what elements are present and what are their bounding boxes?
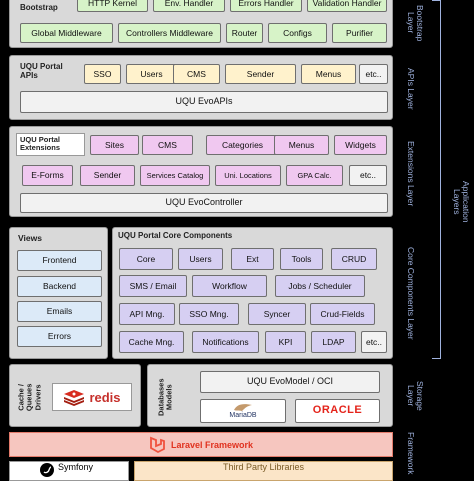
configs-box: Configs [268, 23, 327, 43]
ext-more-box: etc.. [349, 165, 387, 186]
validation-handler-box: Validation Handler [307, 0, 387, 12]
apis-layer: UQU Portal APIs SSO Users CMS Sender Men… [9, 55, 393, 120]
view-errors-box: Errors [17, 326, 102, 347]
cache-drivers-layer: Cache / Queues Drivers redis [9, 364, 141, 427]
api-cms-box: CMS [173, 64, 220, 84]
framework-side-label: Framework [405, 432, 416, 475]
global-middleware-box: Global Middleware [20, 23, 113, 43]
view-backend-box: Backend [17, 276, 102, 297]
symfony-box: Symfony [9, 461, 129, 481]
extensions-side-label: Extensions Layer [405, 141, 416, 207]
mariadb-label: MariaDB [229, 412, 257, 420]
purifier-box: Purifier [332, 23, 387, 43]
core-cache-mng-box: Cache Mng. [119, 331, 184, 353]
third-party-box: Third Party Libraries [134, 461, 393, 481]
evocontroller-bar: UQU EvoController [20, 193, 388, 213]
controllers-middleware-box: Controllers Middleware [118, 23, 221, 43]
application-layers-label: Application Layers [451, 181, 471, 223]
cache-title-wrap: Cache / Queues Drivers [12, 369, 48, 425]
bootstrap-title: Bootstrap [20, 3, 58, 12]
api-more-box: etc.. [359, 64, 388, 84]
ext-services-catalog-box: Services Catalog [140, 165, 210, 186]
ext-sites-box: Sites [90, 135, 139, 155]
http-kernel-box: HTTP Kernel [77, 0, 148, 12]
core-crud-box: CRUD [331, 248, 377, 270]
router-box: Router [226, 23, 263, 43]
view-emails-box: Emails [17, 301, 102, 322]
oracle-logo-box: ORACLE [295, 399, 380, 423]
ext-eforms-box: E-Forms [22, 165, 73, 186]
core-side-label: Core Components Layer [405, 246, 416, 340]
view-frontend-box: Frontend [17, 250, 102, 271]
extensions-layer: UQU Portal Extensions Sites CMS Categori… [9, 126, 393, 217]
ext-categories-box: Categories [206, 135, 279, 155]
databases-layer: Databases Models UQU EvoModel / OCI Mari… [147, 364, 393, 427]
bootstrap-side-label: Bootstrap Layer [405, 4, 425, 42]
third-party-label: Third Party Libraries [222, 462, 305, 472]
core-crud-fields-box: Crud-Fields [310, 303, 375, 325]
ext-widgets-box: Widgets [334, 135, 387, 155]
app-bracket-bottom [432, 358, 441, 359]
core-notifications-box: Notifications [192, 331, 259, 353]
ext-menus-box: Menus [274, 135, 329, 155]
redis-icon [64, 390, 85, 406]
extensions-title: UQU Portal Extensions [20, 135, 61, 153]
storage-side-label: Storage Layer [405, 381, 425, 411]
laravel-label: Laravel Framework [170, 439, 254, 450]
core-core-box: Core [119, 248, 173, 270]
api-menus-box: Menus [301, 64, 356, 84]
core-ldap-box: LDAP [311, 331, 356, 353]
api-sender-box: Sender [225, 64, 296, 84]
oracle-label: ORACLE [312, 404, 363, 417]
evomodel-bar: UQU EvoModel / OCI [200, 371, 380, 393]
mariadb-icon [234, 404, 252, 412]
core-workflow-box: Workflow [192, 275, 267, 297]
apis-title: UQU Portal APIs [20, 62, 63, 80]
api-users-box: Users [126, 64, 177, 84]
core-syncer-box: Syncer [248, 303, 306, 325]
bootstrap-layer: Bootstrap HTTP Kernel Env. Handler Error… [9, 0, 393, 48]
core-components-layer: UQU Portal Core Components Core Users Ex… [112, 227, 393, 359]
views-layer: Views Frontend Backend Emails Errors [9, 227, 108, 359]
api-sso-box: SSO [84, 64, 121, 84]
evoapis-bar: UQU EvoAPIs [20, 91, 388, 113]
redis-logo-box: redis [52, 383, 132, 411]
ext-gpa-calc-box: GPA Calc. [286, 165, 343, 186]
core-kpi-box: KPI [265, 331, 306, 353]
core-users-box: Users [178, 248, 223, 270]
views-title: Views [18, 233, 42, 243]
db-title-wrap: Databases Models [148, 369, 184, 425]
extensions-title-box: UQU Portal Extensions [16, 133, 85, 156]
app-bracket-top [432, 0, 441, 1]
cache-title: Cache / Queues Drivers [16, 383, 43, 411]
mariadb-logo-box: MariaDB [200, 399, 286, 423]
symfony-label: Symfony [58, 462, 94, 472]
laravel-bar: Laravel Framework [9, 432, 393, 457]
core-more-box: etc.. [361, 331, 387, 353]
laravel-icon [150, 436, 165, 453]
db-title: Databases Models [156, 378, 174, 416]
redis-label: redis [89, 389, 121, 405]
ext-sender-box: Sender [80, 165, 135, 186]
core-api-mng-box: API Mng. [119, 303, 175, 325]
core-sso-mng-box: SSO Mng. [179, 303, 239, 325]
core-jobs-scheduler-box: Jobs / Scheduler [275, 275, 365, 297]
core-tools-box: Tools [280, 248, 323, 270]
core-sms-email-box: SMS / Email [119, 275, 187, 297]
env-handler-box: Env. Handler [153, 0, 225, 12]
app-bracket-line [440, 0, 441, 358]
symfony-icon [40, 463, 54, 477]
apis-side-label: APIs Layer [405, 68, 416, 110]
ext-uni-locations-box: Uni. Locations [215, 165, 281, 186]
errors-handler-box: Errors Handler [230, 0, 302, 12]
ext-cms-box: CMS [142, 135, 193, 155]
core-title: UQU Portal Core Components [118, 231, 233, 240]
core-ext-box: Ext [231, 248, 274, 270]
